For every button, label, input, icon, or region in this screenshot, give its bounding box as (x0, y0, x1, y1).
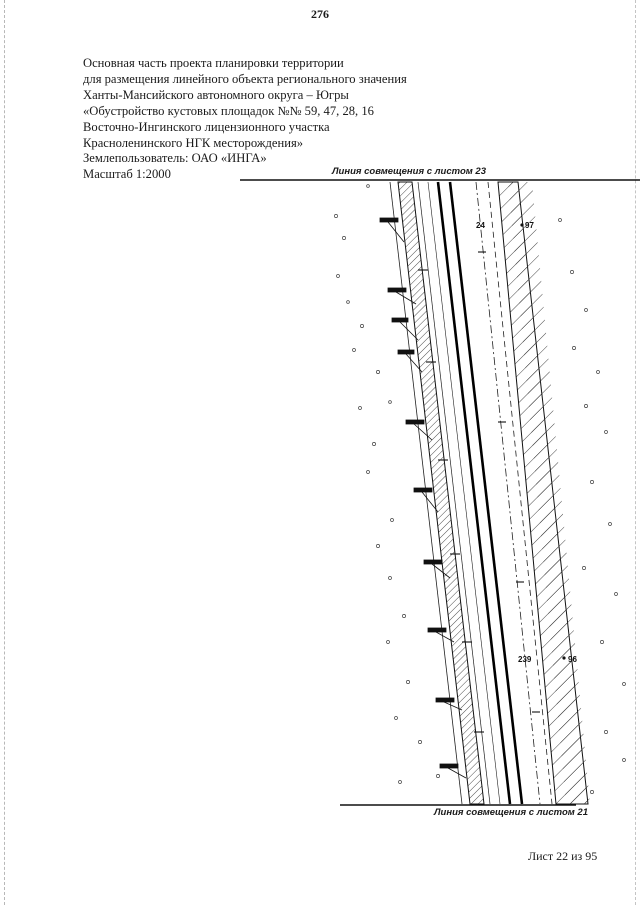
right-number-bottom: 96 (568, 655, 577, 664)
header-line: Землепользователь: ОАО «ИНГА» (83, 151, 267, 166)
annotation-group-left (379, 217, 467, 779)
header-line: Основная часть проекта планировки террит… (83, 56, 344, 70)
scan-edge-right (635, 0, 637, 905)
road-line-thick (448, 181, 524, 805)
survey-point-icon (562, 656, 566, 660)
road-line-thick (436, 181, 512, 805)
dashed-line (487, 181, 553, 805)
hatched-strip-left (397, 181, 485, 805)
header-line: Ханты-Мансийского автономного округа – Ю… (83, 87, 349, 102)
page-number: 276 (311, 7, 329, 21)
planning-drawing: 24 97 239 96 (240, 172, 640, 812)
header-line: Восточно-Ингинского лицензионного участк… (83, 119, 330, 134)
survey-point-icon (520, 223, 524, 227)
boundary-line (389, 181, 463, 805)
scale-line: Масштаб 1:2000 (83, 167, 171, 182)
scan-edge-left (4, 0, 6, 905)
header-line: «Обустройство кустовых площадок №№ 59, 4… (83, 103, 374, 118)
center-line (417, 181, 491, 805)
document-header: Основная часть проекта планировки террит… (83, 56, 503, 183)
sheet-counter: Лист 22 из 95 (528, 849, 598, 863)
hatched-band-right-wide (508, 182, 590, 804)
header-line: Красноленинского НГК месторождения» (83, 135, 304, 150)
center-line (427, 181, 501, 805)
station-mark-top: 24 (476, 221, 485, 230)
header-line: для размещения линейного объекта региона… (83, 71, 407, 86)
drawing-canvas: 24 97 239 96 (240, 179, 640, 806)
line-markers (418, 251, 540, 733)
match-line-top-label: Линия совмещения с листом 23 (332, 166, 486, 177)
right-number-top: 97 (525, 221, 534, 230)
match-line-bottom-label: Линия совмещения с листом 21 (434, 807, 588, 818)
vegetation-marks (334, 184, 626, 794)
station-mark-bottom: 239 (518, 655, 532, 664)
